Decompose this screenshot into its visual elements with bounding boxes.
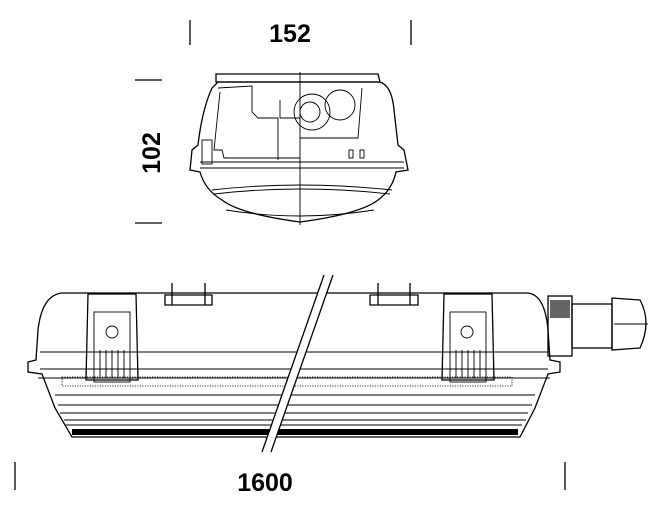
length-label: 1600 (237, 469, 293, 497)
length-dimension: 1600 (14, 462, 566, 497)
mounting-clip-left (164, 283, 213, 306)
latch-right (441, 293, 495, 383)
height-label: 102 (138, 132, 166, 174)
height-dimension: 102 (135, 79, 166, 224)
width-dimension: 152 (189, 20, 412, 48)
break-lines (261, 274, 334, 453)
latch-left (85, 293, 139, 383)
width-label: 152 (269, 20, 311, 48)
side-view (27, 274, 648, 453)
cable-gland (547, 295, 648, 357)
mounting-clip-right (369, 283, 419, 306)
end-view (189, 72, 409, 225)
